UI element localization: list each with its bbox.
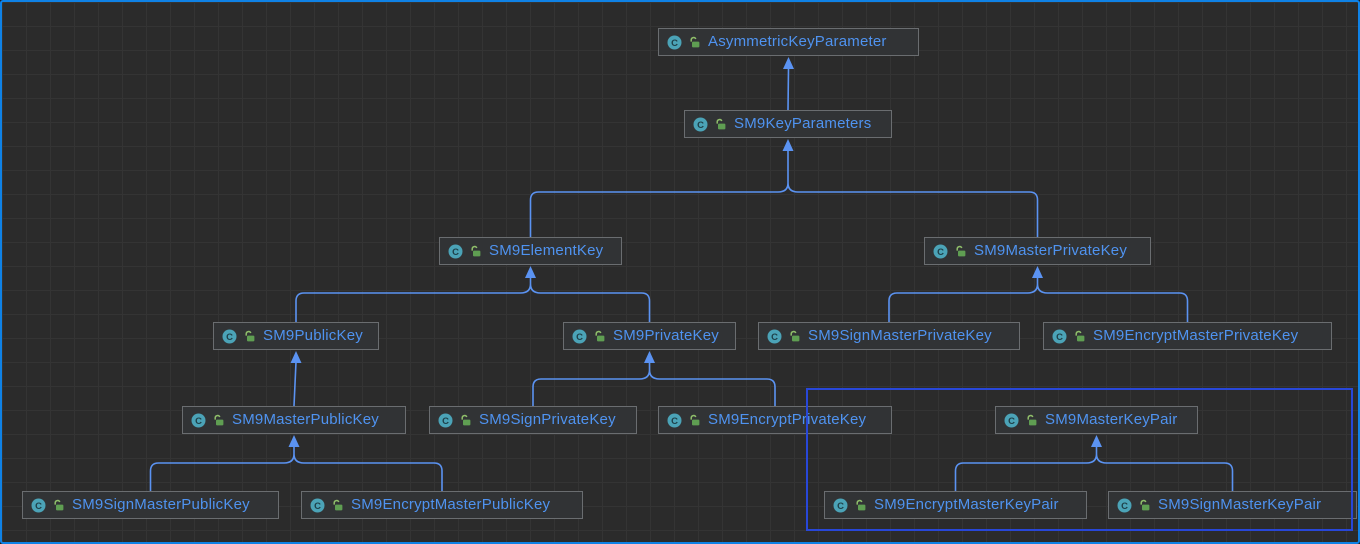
svg-text:C: C: [195, 416, 202, 427]
class-name-label: SM9SignMasterKeyPair: [1158, 496, 1322, 513]
class-node-sm9EncryptMasterPublicKey[interactable]: C SM9EncryptMasterPublicKey: [301, 491, 583, 519]
unlocked-lock-icon: [689, 414, 701, 427]
class-name-label: SM9SignPrivateKey: [479, 411, 616, 428]
class-name-label: SM9SignMasterPublicKey: [72, 496, 250, 513]
class-icon: C: [833, 498, 848, 513]
unlocked-lock-icon: [332, 499, 344, 512]
class-node-asymmetricKeyParameter[interactable]: C AsymmetricKeyParameter: [658, 28, 919, 56]
class-icon: C: [191, 413, 206, 428]
class-node-sm9ElementKey[interactable]: C SM9ElementKey: [439, 237, 622, 265]
class-icon: C: [767, 329, 782, 344]
class-node-sm9KeyParameters[interactable]: C SM9KeyParameters: [684, 110, 892, 138]
svg-text:C: C: [576, 332, 583, 343]
class-icon: C: [1004, 413, 1019, 428]
class-icon: C: [310, 498, 325, 513]
class-node-sm9PublicKey[interactable]: C SM9PublicKey: [213, 322, 379, 350]
unlocked-lock-icon: [470, 245, 482, 258]
class-node-sm9MasterPrivateKey[interactable]: C SM9MasterPrivateKey: [924, 237, 1151, 265]
svg-text:C: C: [452, 247, 459, 258]
unlocked-lock-icon: [460, 414, 472, 427]
class-name-label: SM9PublicKey: [263, 327, 363, 344]
svg-text:C: C: [671, 38, 678, 49]
class-name-label: SM9MasterPublicKey: [232, 411, 379, 428]
unlocked-lock-icon: [1139, 499, 1151, 512]
unlocked-lock-icon: [1026, 414, 1038, 427]
class-node-sm9SignMasterPublicKey[interactable]: C SM9SignMasterPublicKey: [22, 491, 279, 519]
svg-text:C: C: [771, 332, 778, 343]
unlocked-lock-icon: [689, 36, 701, 49]
class-name-label: SM9EncryptMasterPrivateKey: [1093, 327, 1299, 344]
class-name-label: SM9PrivateKey: [613, 327, 719, 344]
class-node-sm9MasterPublicKey[interactable]: C SM9MasterPublicKey: [182, 406, 406, 434]
class-icon: C: [572, 329, 587, 344]
svg-text:C: C: [837, 501, 844, 512]
class-name-label: AsymmetricKeyParameter: [708, 33, 887, 50]
svg-text:C: C: [442, 416, 449, 427]
unlocked-lock-icon: [955, 245, 967, 258]
class-icon: C: [448, 244, 463, 259]
svg-text:C: C: [1008, 416, 1015, 427]
svg-text:C: C: [937, 247, 944, 258]
class-icon: C: [438, 413, 453, 428]
svg-text:C: C: [226, 332, 233, 343]
class-node-sm9EncryptMasterPrivateKey[interactable]: C SM9EncryptMasterPrivateKey: [1043, 322, 1332, 350]
unlocked-lock-icon: [244, 330, 256, 343]
class-node-sm9MasterKeyPair[interactable]: C SM9MasterKeyPair: [995, 406, 1198, 434]
class-icon: C: [31, 498, 46, 513]
class-node-sm9PrivateKey[interactable]: C SM9PrivateKey: [563, 322, 736, 350]
svg-text:C: C: [697, 120, 704, 131]
unlocked-lock-icon: [213, 414, 225, 427]
svg-text:C: C: [314, 501, 321, 512]
class-node-sm9SignPrivateKey[interactable]: C SM9SignPrivateKey: [429, 406, 637, 434]
class-icon: C: [667, 413, 682, 428]
class-name-label: SM9EncryptMasterPublicKey: [351, 496, 551, 513]
unlocked-lock-icon: [53, 499, 65, 512]
class-node-sm9EncryptPrivateKey[interactable]: C SM9EncryptPrivateKey: [658, 406, 892, 434]
class-node-sm9SignMasterPrivateKey[interactable]: C SM9SignMasterPrivateKey: [758, 322, 1020, 350]
class-name-label: SM9KeyParameters: [734, 115, 872, 132]
svg-text:C: C: [1056, 332, 1063, 343]
class-name-label: SM9MasterPrivateKey: [974, 242, 1128, 259]
class-name-label: SM9MasterKeyPair: [1045, 411, 1178, 428]
class-icon: C: [222, 329, 237, 344]
class-icon: C: [1052, 329, 1067, 344]
unlocked-lock-icon: [715, 118, 727, 131]
svg-text:C: C: [1121, 501, 1128, 512]
class-name-label: SM9EncryptMasterKeyPair: [874, 496, 1059, 513]
unlocked-lock-icon: [594, 330, 606, 343]
class-node-sm9EncryptMasterKeyPair[interactable]: C SM9EncryptMasterKeyPair: [824, 491, 1087, 519]
unlocked-lock-icon: [789, 330, 801, 343]
class-icon: C: [693, 117, 708, 132]
unlocked-lock-icon: [1074, 330, 1086, 343]
class-name-label: SM9SignMasterPrivateKey: [808, 327, 992, 344]
class-icon: C: [933, 244, 948, 259]
unlocked-lock-icon: [855, 499, 867, 512]
class-name-label: SM9ElementKey: [489, 242, 604, 259]
svg-text:C: C: [35, 501, 42, 512]
class-icon: C: [1117, 498, 1132, 513]
class-node-sm9SignMasterKeyPair[interactable]: C SM9SignMasterKeyPair: [1108, 491, 1357, 519]
svg-text:C: C: [671, 416, 678, 427]
class-icon: C: [667, 35, 682, 50]
class-name-label: SM9EncryptPrivateKey: [708, 411, 867, 428]
